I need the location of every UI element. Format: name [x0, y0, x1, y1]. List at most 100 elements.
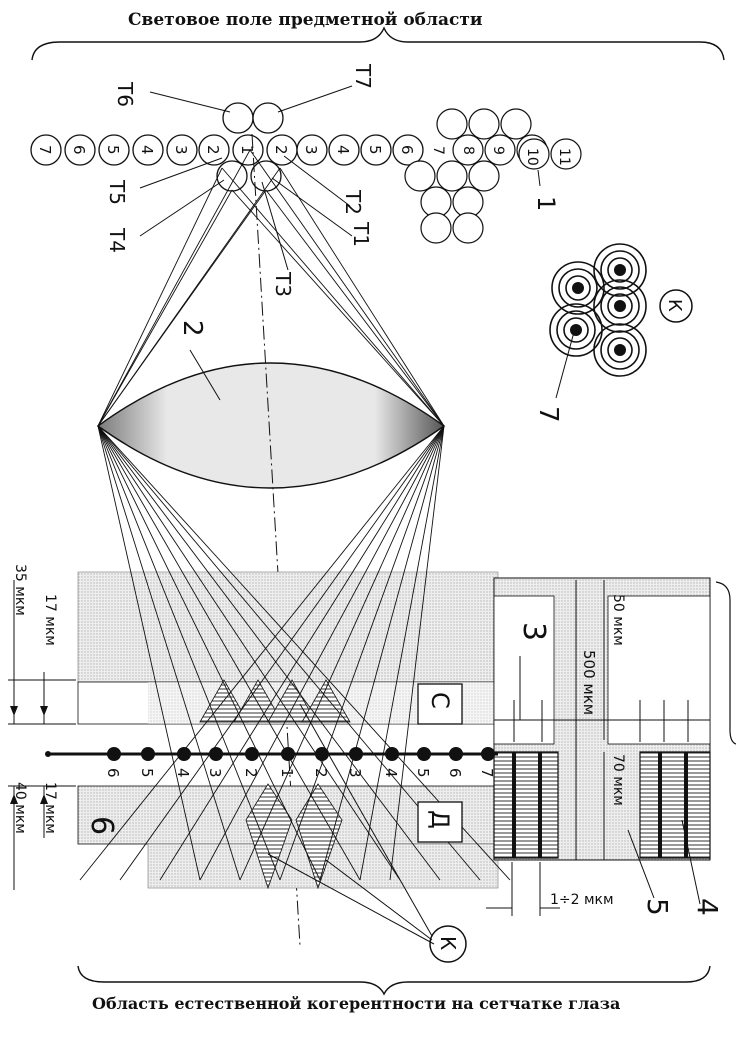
coherence-cluster	[549, 243, 647, 377]
cluster-label: 9	[490, 146, 506, 155]
right-brace	[715, 581, 736, 745]
cluster-circle	[420, 212, 452, 244]
coherence-core	[614, 300, 626, 312]
object-circle	[166, 134, 198, 166]
t1-label: T1	[349, 221, 373, 247]
object-circle-label: 7	[36, 145, 54, 155]
right-dimensions: 50 мкм 500 мкм 70 мкм 1÷2 мкм	[486, 580, 626, 916]
retina-dot-label: 5	[414, 768, 432, 778]
cluster-label: 7	[430, 146, 446, 155]
box-c	[417, 683, 463, 725]
object-circle-label: 4	[138, 145, 156, 155]
retina-dot	[481, 747, 495, 761]
object-circle-label: 2	[272, 145, 290, 155]
dim-70: 70 мкм	[610, 754, 626, 806]
lower-diamond	[245, 783, 293, 890]
retina-dot	[245, 747, 259, 761]
object-circle	[392, 134, 424, 166]
cluster-circle	[452, 212, 484, 244]
right-gap-white	[607, 595, 711, 745]
cluster-circle	[452, 134, 484, 166]
retina-dot-label: 4	[174, 768, 192, 778]
retina-dot	[141, 747, 155, 761]
object-circle	[30, 134, 62, 166]
retina-dot-label: 4	[382, 768, 400, 778]
retina-dot-label: 3	[346, 768, 364, 778]
object-circle-label: 1	[238, 145, 256, 155]
dim-17-top: 17 мкм	[42, 594, 58, 646]
label-4: 4	[691, 898, 724, 916]
t2-label: T2	[341, 189, 365, 215]
t6-label: T6	[113, 81, 137, 107]
object-circle	[198, 134, 230, 166]
coherence-core	[572, 282, 584, 294]
circle-k-bottom	[429, 925, 467, 963]
object-circle	[360, 134, 392, 166]
retina-dot-label: 7	[478, 768, 496, 778]
dim-500: 500 мкм	[580, 650, 598, 715]
coherence-core	[614, 264, 626, 276]
object-circle	[296, 134, 328, 166]
object-circle	[64, 134, 96, 166]
retina-dot	[107, 747, 121, 761]
cone-stack-right	[639, 751, 711, 859]
cluster-circle	[468, 108, 500, 140]
coherence-core	[614, 344, 626, 356]
cluster-circle	[518, 138, 550, 170]
dim-40: 40 мкм	[12, 782, 28, 834]
label-6-left: 6	[84, 816, 119, 835]
lens	[96, 362, 446, 489]
cone-stack-left	[493, 751, 559, 859]
cross-circle	[216, 160, 248, 192]
retina-dot	[209, 747, 223, 761]
retina-dot-label: 3	[206, 768, 224, 778]
circle-k-bottom-label: К	[436, 936, 460, 950]
object-circle-label: 5	[366, 145, 384, 155]
retina-dot-label: 6	[104, 768, 122, 778]
box-d-label: Д	[426, 810, 454, 829]
retina-dot	[281, 747, 295, 761]
cluster-circle	[500, 108, 532, 140]
cluster-circle	[484, 134, 516, 166]
object-circle-label: 3	[172, 145, 190, 155]
top-brace	[31, 26, 725, 61]
object-circle	[328, 134, 360, 166]
label-5: 5	[641, 898, 674, 916]
object-circle-label: 6	[398, 145, 416, 155]
object-circle-label: 6	[70, 145, 88, 155]
lens-label: 2	[177, 320, 207, 337]
object-circle	[132, 134, 164, 166]
object-circle-label: 2	[204, 145, 222, 155]
retina-dot-label: 5	[138, 768, 156, 778]
retina-dot-label: 6	[446, 768, 464, 778]
retina-dot	[315, 747, 329, 761]
object-circle-label: 5	[104, 145, 122, 155]
retina-dot	[385, 747, 399, 761]
box-c-label: С	[426, 692, 454, 709]
dim-50: 50 мкм	[610, 594, 626, 646]
t4-label: T4	[105, 227, 129, 253]
callout-7: 7	[533, 406, 563, 423]
top-title: Световое поле предметной области	[128, 10, 483, 30]
ray-fan-upper	[97, 149, 445, 427]
label-3: 3	[516, 622, 551, 641]
cross-circle	[252, 102, 284, 134]
cluster-circle	[468, 160, 500, 192]
dim-17-bot: 17 мкм	[42, 782, 58, 834]
circle-k-top-label: К	[664, 299, 685, 312]
upper-band	[77, 571, 499, 683]
callout-1: 1	[532, 196, 560, 211]
cluster-circle	[436, 160, 468, 192]
retina-dot-label: 2	[242, 768, 260, 778]
t5-label: T5	[105, 179, 129, 205]
left-dimensions: 35 мкм 17 мкм 40 мкм 17 мкм	[8, 564, 76, 890]
retina-dot	[177, 747, 191, 761]
t-labels: T6 T7 T5 T4 T2 T1 T3	[105, 63, 375, 297]
cross-circle	[222, 102, 254, 134]
bottom-title: Область естественной когерентности на се…	[92, 994, 621, 1013]
t3-label: T3	[271, 271, 295, 297]
